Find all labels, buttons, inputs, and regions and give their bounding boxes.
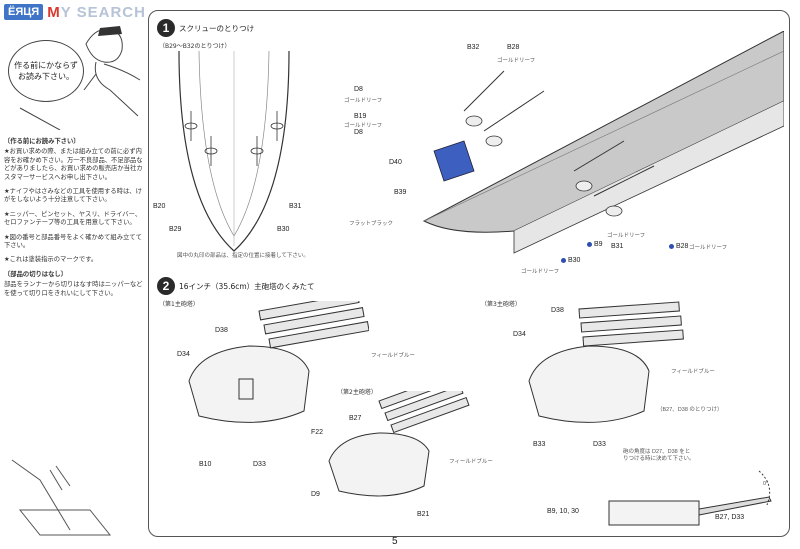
- label-b27: B27: [349, 415, 362, 422]
- label-d34: D34: [177, 351, 190, 358]
- note-5: ★これは塗装指示のマークです。: [4, 256, 98, 264]
- label-b20: B20: [153, 203, 166, 210]
- label-b33: B33: [533, 441, 546, 448]
- step1-subtitle: （B29〜B32のとりつけ）: [159, 43, 231, 50]
- turret2-drawing: [328, 391, 470, 497]
- label-b28: B28: [507, 44, 520, 51]
- watermark-box: ЁЯЦЯ: [4, 4, 44, 20]
- label-b32: B32: [467, 44, 480, 51]
- note-3: ★ニッパー、ピンセット、ヤスリ、ドライバー、セロファンテープ等の工具を用意して下…: [4, 210, 142, 227]
- paint-field-blue-3: フィールドブルー: [671, 369, 715, 375]
- step1-number: 1: [157, 19, 175, 37]
- modeler-illustration: [19, 26, 141, 130]
- step1-note: 図中の丸印の部品は、指定の位置に接着して下さい。: [177, 253, 309, 259]
- step2-sub-turret3: （第3主砲塔）: [481, 301, 521, 308]
- label-d33-2: D33: [593, 441, 606, 448]
- label-b28-2: B28: [669, 243, 688, 250]
- cutting-illustration: [11, 459, 112, 536]
- paint-gold-1: ゴールドリーフ: [497, 58, 536, 64]
- detail-label-b9: B9, 10, 30: [547, 508, 579, 515]
- label-b30-2: B30: [561, 257, 580, 264]
- step2-sub-turret2: （第2主砲塔）: [337, 389, 377, 396]
- label-f22: F22: [311, 429, 324, 436]
- watermark-logo: ЁЯЦЯ MY SEARCH: [4, 2, 146, 22]
- note-4: ★図の番号と部品番号をよく確かめて組み立てて下さい。: [4, 233, 142, 250]
- note-2: ★ナイフやはさみなどの工具を使用する時は、けがをしないよう十分注意して下さい。: [4, 188, 142, 204]
- label-b19: B19: [354, 113, 367, 120]
- notes-block: 〔作る前にお読み下さい〕★お買い求めの際、または組み立ての前に必ず内容をお確かめ…: [4, 138, 146, 304]
- watermark-text: MY SEARCH: [47, 3, 146, 21]
- paint-gold-3: ゴールドリーフ: [344, 123, 383, 129]
- label-b10: B10: [199, 461, 212, 468]
- paint-gold-4: ゴールドリーフ: [607, 233, 646, 239]
- left-instructions-column: 作る前にかならず お読み下さい。 〔作る前にお読み下さい〕★お買い求めの際、また…: [0, 20, 148, 540]
- label-b9: B9: [587, 241, 603, 248]
- paint-flat-black: フラットブラック: [349, 221, 394, 227]
- detail-note: 砲の角度は D27、D38 をとりつける時に決めて下さい。: [623, 449, 695, 462]
- instruction-panel: 1 スクリューのとりつけ （B29〜B32のとりつけ） B32 B28 D8 B…: [148, 10, 790, 537]
- note-6: 〔部品の切りはなし〕部品をランナーから切りはなす時はニッパーなどを使って切り口を…: [4, 270, 143, 297]
- detail-angle: 0°: [763, 481, 769, 487]
- paint-gold-5: ゴールドリーフ: [521, 269, 560, 275]
- label-b21: B21: [417, 511, 430, 518]
- label-d34-2: D34: [513, 331, 526, 338]
- label-b31: B31: [289, 203, 302, 210]
- gun-angle-detail: [608, 470, 772, 526]
- turret1-drawing: [188, 301, 369, 423]
- note-1: 〔作る前にお読み下さい〕★お買い求めの際、または組み立ての前に必ず内容をお確かめ…: [4, 138, 143, 181]
- label-d40: D40: [389, 159, 402, 166]
- step2-number: 2: [157, 277, 175, 295]
- step2-sub-turret1: （第1主砲塔）: [159, 301, 199, 308]
- turret3-drawing: [528, 301, 684, 423]
- label-d38: D38: [215, 327, 228, 334]
- detail-label-b27: B27, D33: [715, 514, 745, 521]
- step1-title: スクリューのとりつけ: [179, 24, 255, 33]
- label-d38-2: D38: [551, 307, 564, 314]
- label-b31-2: B31: [611, 243, 624, 250]
- step2-title: 16インチ（35.6cm）主砲塔のくみたて: [179, 282, 315, 291]
- label-b39: B39: [394, 189, 407, 196]
- hull-bottom-view: [178, 51, 290, 252]
- page-number: 5: [392, 536, 398, 547]
- paint-field-blue-1: フィールドブルー: [371, 353, 415, 359]
- paint-field-blue-2: フィールドブルー: [449, 459, 493, 465]
- label-d8: D8: [354, 86, 363, 93]
- paint-gold-2: ゴールドリーフ: [344, 98, 383, 104]
- hull-stern-view: [422, 31, 784, 254]
- paint-gold-6: ゴールドリーフ: [689, 245, 728, 251]
- label-b30: B30: [277, 226, 290, 233]
- detail-title: （B27、D38 のとりつけ）: [657, 407, 723, 413]
- label-d33: D33: [253, 461, 266, 468]
- label-d9: D9: [311, 491, 320, 498]
- label-d8-2: D8: [354, 129, 363, 136]
- read-first-bubble: 作る前にかならず お読み下さい。: [8, 40, 84, 102]
- label-b29: B29: [169, 226, 182, 233]
